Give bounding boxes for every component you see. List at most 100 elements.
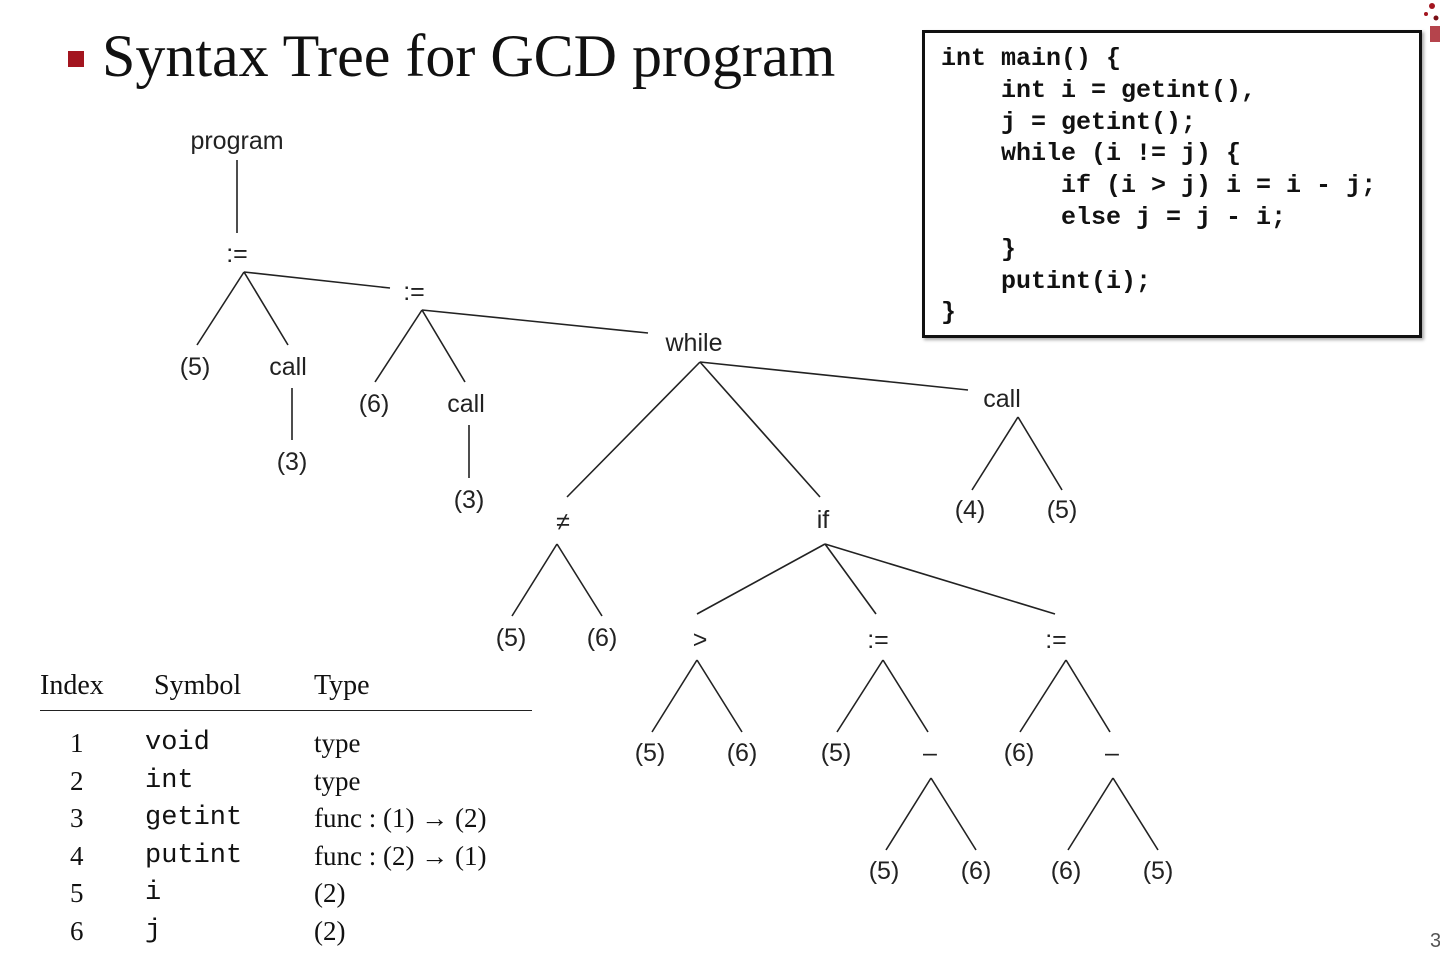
- code-line: j = getint();: [941, 107, 1197, 137]
- tree-node-symbol-ref: (6): [727, 739, 758, 767]
- row-index: 2: [70, 765, 84, 796]
- tree-edge: [1067, 777, 1114, 851]
- row-index: 6: [70, 915, 84, 946]
- tree-edge: [696, 543, 826, 615]
- page-number: 3: [1430, 930, 1440, 952]
- table-row: 4 putint func : (2) → (1): [40, 835, 532, 873]
- row-symbol: void: [145, 728, 210, 758]
- tree-edge: [566, 361, 701, 498]
- tree-node-not-equal: ≠: [556, 508, 570, 536]
- symbol-table: Index Symbol Type 1 void type 2 int type…: [40, 668, 532, 948]
- tree-node-minus: –: [923, 739, 937, 767]
- symbol-table-header: Index Symbol Type: [40, 668, 532, 711]
- tree-node-symbol-ref: (5): [180, 353, 211, 381]
- tree-edge: [836, 659, 884, 733]
- tree-node-symbol-ref: (6): [1051, 857, 1082, 885]
- tree-node-minus: –: [1105, 739, 1119, 767]
- tree-node-symbol-ref: (6): [359, 390, 390, 418]
- tree-node-symbol-ref: (5): [635, 739, 666, 767]
- header-index: Index: [40, 670, 104, 701]
- tree-node-symbol-ref: (5): [1047, 496, 1078, 524]
- tree-node-symbol-ref: (6): [587, 624, 618, 652]
- tree-edge: [696, 659, 743, 733]
- tree-node-symbol-ref: (4): [955, 496, 986, 524]
- tree-node-while: while: [665, 329, 723, 357]
- code-line: int main() {: [941, 44, 1122, 73]
- tree-node-symbol-ref: (5): [1143, 857, 1174, 885]
- row-index: 1: [70, 728, 84, 758]
- table-row: 3 getint func : (1) → (2): [40, 797, 532, 835]
- row-symbol: putint: [145, 840, 243, 871]
- tree-node-call: call: [269, 353, 307, 381]
- row-index: 3: [70, 803, 84, 834]
- code-line: else j = j - i;: [941, 202, 1287, 232]
- tree-edges: [196, 160, 1159, 851]
- tree-edge: [1112, 777, 1159, 851]
- tree-edge: [651, 659, 698, 733]
- tree-edge: [824, 543, 1056, 615]
- tree-edge: [971, 416, 1019, 491]
- row-type: func : (1) → (2): [314, 803, 487, 834]
- table-row: 2 int type: [40, 760, 532, 798]
- tree-node-symbol-ref: (3): [454, 486, 485, 514]
- tree-node-program: program: [190, 127, 283, 155]
- tree-node-symbol-ref: (6): [961, 857, 992, 885]
- tree-node-greater-than: >: [693, 626, 708, 654]
- tree-edge: [1017, 416, 1063, 491]
- row-index: 4: [70, 840, 84, 871]
- tree-edge: [421, 309, 466, 383]
- tree-node-assign: :=: [867, 626, 889, 654]
- tree-node-if: if: [817, 506, 830, 534]
- tree-node-assign: :=: [226, 240, 248, 268]
- corner-logo-icon: [1424, 3, 1440, 42]
- code-line: }: [941, 298, 957, 328]
- row-type: func : (2) → (1): [314, 840, 487, 871]
- header-type: Type: [314, 670, 370, 701]
- tree-edge: [824, 543, 877, 615]
- code-line: if (i > j) i = i - j;: [941, 171, 1377, 201]
- tree-node-assign: :=: [403, 278, 425, 306]
- row-type: type: [314, 728, 361, 758]
- tree-node-call: call: [983, 385, 1021, 413]
- tree-node-symbol-ref: (5): [496, 624, 527, 652]
- code-line: while (i != j) {: [941, 139, 1242, 169]
- tree-edge: [699, 361, 969, 391]
- tree-edge: [243, 271, 391, 289]
- tree-node-assign: :=: [1045, 626, 1067, 654]
- slide-title: Syntax Tree for GCD program: [102, 23, 836, 89]
- row-index: 5: [70, 878, 84, 909]
- tree-edge: [930, 777, 977, 851]
- row-symbol: getint: [145, 803, 243, 834]
- bullet-square-icon: [68, 50, 84, 67]
- tree-node-symbol-ref: (3): [277, 448, 308, 476]
- row-symbol: i: [145, 878, 162, 909]
- tree-edge: [196, 271, 245, 346]
- tree-node-symbol-ref: (5): [821, 739, 852, 767]
- tree-edge: [511, 543, 558, 617]
- tree-edge: [882, 659, 929, 733]
- tree-edge: [421, 309, 649, 334]
- slide-title-block: Syntax Tree for GCD program: [68, 22, 835, 91]
- tree-edge: [699, 361, 821, 498]
- table-row: 1 void type: [40, 722, 532, 760]
- row-type: type: [314, 765, 361, 796]
- row-type: (2): [314, 878, 346, 909]
- table-row: 6 j (2): [40, 910, 532, 948]
- code-line: putint(i);: [941, 266, 1152, 296]
- code-box: int main() { int i = getint(), j = getin…: [922, 30, 1422, 338]
- tree-node-symbol-ref: (5): [869, 857, 900, 885]
- row-symbol: j: [145, 915, 162, 946]
- row-symbol: int: [145, 765, 194, 796]
- tree-edge: [374, 309, 423, 383]
- code-line: int i = getint(),: [941, 75, 1257, 105]
- tree-edge: [556, 543, 603, 617]
- code-line: }: [941, 234, 1017, 264]
- tree-node-call: call: [447, 390, 485, 418]
- tree-nodes: program := (5) call (3) := (6) call (3) …: [180, 127, 1174, 885]
- tree-node-symbol-ref: (6): [1004, 739, 1035, 767]
- tree-edge: [1019, 659, 1067, 733]
- tree-edge: [243, 271, 289, 346]
- tree-edge: [1065, 659, 1111, 733]
- tree-edge: [885, 777, 932, 851]
